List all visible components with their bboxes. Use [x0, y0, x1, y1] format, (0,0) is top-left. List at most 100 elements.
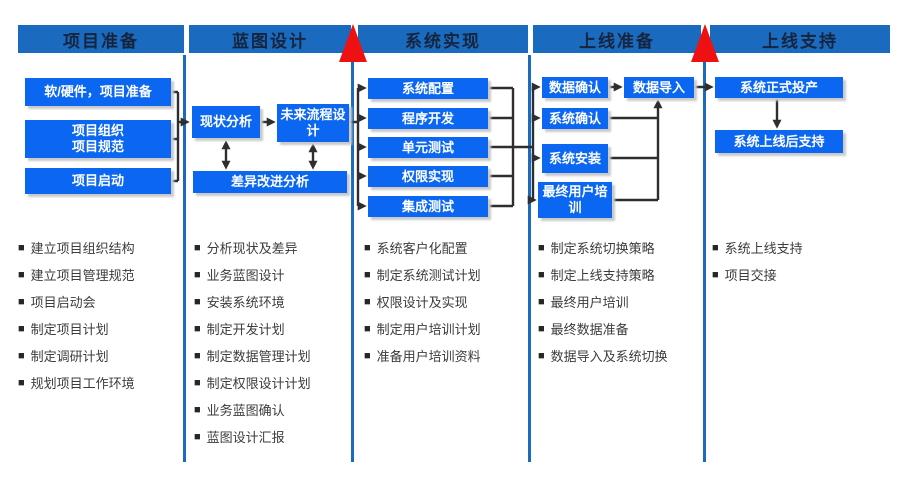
bullet-item: ■ 项目交接: [712, 267, 877, 284]
bullet-square-icon: ■: [364, 242, 371, 254]
bullet-square-icon: ■: [18, 242, 25, 254]
connector-phase3-to-phase4: [488, 86, 535, 208]
bullet-item: ■最终用户培训: [538, 294, 703, 311]
bullet-item: ■ 建立项目管理规范: [18, 267, 183, 284]
bullet-square-icon: ■: [194, 431, 201, 443]
bullet-square-icon: ■: [194, 404, 201, 416]
task-list-phase1: ■建立项目组织结构 ■建立项目管理规范 ■项目启动会 ■制定项目计划 ■制定调研…: [18, 240, 183, 402]
flow-box-unit-test: 单元测试: [368, 137, 488, 158]
phase-header-blueprint: 蓝图设计: [189, 25, 351, 53]
bullet-square-icon: ■: [538, 242, 545, 254]
bullet-item: ■ 制定权限设计计划: [194, 375, 359, 392]
flow-box-program-dev: 程序开发: [368, 108, 488, 129]
bullet-item: ■ 制定项目计划: [18, 321, 183, 338]
bullet-square-icon: ■: [712, 242, 719, 254]
bullet-text: 制定项目计划: [30, 322, 109, 337]
bullet-item: ■ 权限设计及实现: [364, 294, 529, 311]
bullet-text: 权限设计及实现: [376, 295, 468, 310]
phase-header-realization: 系统实现: [358, 25, 528, 53]
flow-box-hw-sw-prep: 软/硬件，项目准备: [25, 78, 171, 106]
flow-box-enduser-training: 最终用户培 训: [538, 182, 612, 218]
bullet-item: ■ 系统客户化配置: [364, 240, 529, 257]
flow-box-system-config: 系统配置: [368, 78, 488, 99]
bullet-text: 制定调研计划: [30, 349, 109, 364]
milestone-triangle-icon: [339, 24, 367, 62]
bullet-text: 业务蓝图设计: [206, 268, 285, 283]
flow-box-gap-analysis: 差异改进分析: [193, 171, 347, 193]
bullet-square-icon: ■: [18, 350, 25, 362]
connector-to-import-collector: [608, 116, 658, 202]
bullet-text: 数据导入及系统切换: [550, 349, 668, 364]
bullet-item: ■最终数据准备: [538, 321, 703, 338]
flow-box-golive: 系统正式投产: [715, 77, 843, 98]
bullet-item: ■ 制定数据管理计划: [194, 348, 359, 365]
bullet-item: ■ 数据导入及系统切换: [538, 348, 703, 365]
bullet-square-icon: ■: [538, 296, 545, 308]
bullet-square-icon: ■: [364, 296, 371, 308]
bullet-square-icon: ■: [194, 323, 201, 335]
phase-header-project-prep: 项目准备: [18, 25, 184, 53]
bullet-square-icon: ■: [194, 242, 201, 254]
phase-divider-2: [351, 55, 354, 462]
bullet-text: 系统上线支持: [724, 241, 803, 256]
bullet-square-icon: ■: [364, 269, 371, 281]
bullet-item: ■ 制定开发计划: [194, 321, 359, 338]
bullet-square-icon: ■: [538, 269, 545, 281]
bullet-text: 制定用户培训计划: [376, 322, 481, 337]
bullet-item: ■ 规划项目工作环境: [18, 375, 183, 392]
bullet-text: 制定上线支持策略: [550, 268, 655, 283]
bullet-square-icon: ■: [364, 350, 371, 362]
bullet-square-icon: ■: [364, 323, 371, 335]
bullet-square-icon: ■: [194, 296, 201, 308]
bullet-item: ■ 制定用户培训计划: [364, 321, 529, 338]
bullet-text: 制定系统测试计划: [376, 268, 481, 283]
bullet-text: 制定权限设计计划: [206, 376, 311, 391]
bullet-item: ■安装系统环境: [194, 294, 359, 311]
bullet-square-icon: ■: [194, 350, 201, 362]
bullet-square-icon: ■: [18, 269, 25, 281]
task-list-phase5: ■ 系统上线支持 ■ 项目交接: [712, 240, 877, 294]
bullet-square-icon: ■: [194, 377, 201, 389]
bullet-square-icon: ■: [18, 377, 25, 389]
flow-box-authorization: 权限实现: [368, 166, 488, 187]
bullet-item: ■ 系统上线支持: [712, 240, 877, 257]
flow-box-tobe-process: 未来流程设 计: [277, 104, 349, 142]
bullet-text: 项目交接: [724, 268, 777, 283]
bullet-item: ■ 业务蓝图确认: [194, 402, 359, 419]
bullet-text: 制定开发计划: [206, 322, 285, 337]
bullet-text: 系统客户化配置: [376, 241, 468, 256]
bullet-square-icon: ■: [18, 323, 25, 335]
flow-box-project-org: 项目组织 项目规范: [25, 120, 171, 158]
flow-box-asis-analysis: 现状分析: [192, 106, 260, 138]
bullet-item: ■准备用户培训资料: [364, 348, 529, 365]
bullet-square-icon: ■: [538, 350, 545, 362]
bullet-square-icon: ■: [712, 269, 719, 281]
milestone-triangle-icon: [691, 24, 719, 62]
bullet-text: 制定数据管理计划: [206, 349, 311, 364]
phase-divider-3: [528, 55, 531, 462]
connector-phase1-bracket: [171, 90, 180, 183]
bullet-square-icon: ■: [538, 323, 545, 335]
bullet-text: 规划项目工作环境: [30, 376, 135, 391]
bullet-item: ■项目启动会: [18, 294, 183, 311]
task-list-phase2: ■分析现状及差异 ■业务蓝图设计 ■安装系统环境 ■制定开发计划 ■制定数据管理…: [194, 240, 359, 456]
flow-box-integration-test: 集成测试: [368, 196, 488, 217]
task-list-phase4: ■制定系统切换策略 ■制定上线支持策略 ■最终用户培训 ■最终数据准备 ■数据导…: [538, 240, 703, 375]
flow-box-system-install: 系统安装: [542, 144, 608, 173]
bullet-item: ■分析现状及差异: [194, 240, 359, 257]
bullet-item: ■建立项目组织结构: [18, 240, 183, 257]
task-list-phase3: ■ 系统客户化配置 ■ 制定系统测试计划 ■ 权限设计及实现 ■ 制定用户培训计划 ■准…: [364, 240, 529, 375]
bullet-item: ■ 制定调研计划: [18, 348, 183, 365]
flow-box-data-import: 数据导入: [624, 77, 694, 98]
flow-box-data-confirm: 数据确认: [542, 77, 608, 98]
flow-box-system-confirm: 系统确认: [542, 108, 608, 129]
phase-header-golive-support: 上线支持: [710, 25, 890, 53]
bullet-item: ■ 制定系统测试计划: [364, 267, 529, 284]
bullet-text: 业务蓝图确认: [206, 403, 285, 418]
bullet-text: 建立项目管理规范: [30, 268, 135, 283]
bullet-text: 项目启动会: [30, 295, 96, 310]
flow-box-kickoff: 项目启动: [25, 168, 171, 194]
bullet-item: ■业务蓝图设计: [194, 267, 359, 284]
flow-box-postgo-support: 系统上线后支持: [715, 130, 843, 153]
